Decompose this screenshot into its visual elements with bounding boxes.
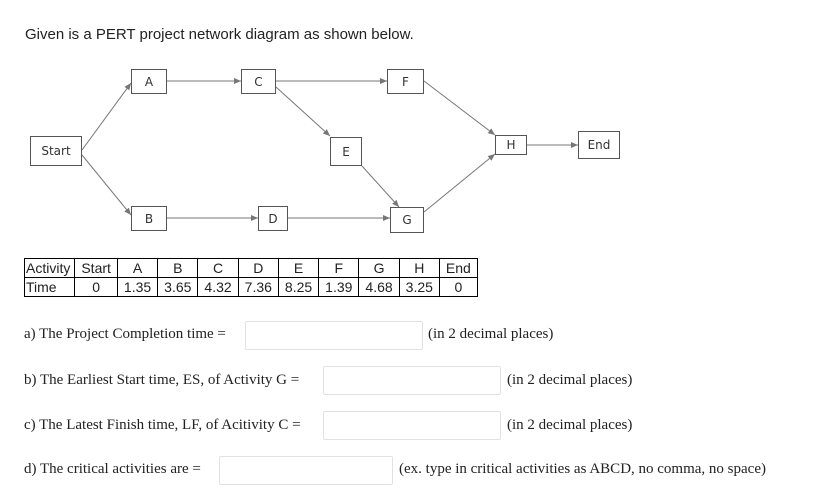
activity-cell: F — [318, 258, 360, 278]
time-row: Time 0 1.35 3.65 4.32 7.36 8.25 1.39 4.6… — [23, 277, 478, 297]
question-b-hint: (in 2 decimal places) — [507, 372, 633, 388]
activity-cell: A — [116, 258, 159, 278]
activity-cell: H — [398, 258, 440, 278]
answer-b-input[interactable] — [323, 366, 501, 395]
node-f: F — [387, 69, 424, 94]
activity-cell: Start — [74, 258, 118, 278]
node-d: D — [258, 206, 288, 231]
question-b-label: b) The Earliest Start time, ES, of Activ… — [24, 372, 300, 388]
edge-start-a — [81, 82, 132, 151]
edge-f-h — [423, 80, 496, 136]
node-g: G — [390, 207, 424, 233]
question-c-hint: (in 2 decimal places) — [507, 417, 633, 433]
time-cell: 3.25 — [398, 277, 440, 297]
answer-c-input[interactable] — [323, 411, 501, 440]
pert-network-diagram — [81, 78, 578, 221]
time-cell: 1.39 — [318, 277, 360, 297]
node-start: Start — [30, 136, 82, 166]
activity-cell: E — [277, 258, 320, 278]
activity-time-table: Activity Start A B C D E F G H End Time … — [23, 258, 478, 297]
time-cell: 0 — [74, 277, 118, 297]
edge-c-e — [275, 86, 331, 137]
edge-g-h — [423, 153, 496, 213]
node-a: A — [131, 69, 167, 94]
intro-text: Given is a PERT project network diagram … — [25, 26, 414, 43]
node-b: B — [131, 206, 167, 231]
answer-d-input[interactable] — [219, 456, 393, 485]
node-h: H — [495, 135, 527, 155]
time-cell: 3.65 — [157, 277, 199, 297]
activity-cell: End — [438, 258, 478, 278]
question-a-label: a) The Project Completion time = — [24, 326, 226, 342]
question-c-label: c) The Latest Finish time, LF, of Acitiv… — [24, 417, 301, 433]
time-cell: 8.25 — [277, 277, 320, 297]
node-e: E — [330, 137, 362, 166]
time-cell: 0 — [438, 277, 478, 297]
question-d-hint: (ex. type in critical activities as ABCD… — [399, 461, 766, 477]
question-d-label: d) The critical activities are = — [24, 461, 201, 477]
node-c: C — [241, 69, 276, 94]
time-cell: 4.32 — [197, 277, 239, 297]
time-cell: 7.36 — [237, 277, 279, 297]
activity-cell: C — [197, 258, 239, 278]
edge-e-g — [361, 165, 400, 208]
question-a-hint: (in 2 decimal places) — [428, 326, 554, 342]
activity-cell: G — [358, 258, 400, 278]
time-cell: 1.35 — [116, 277, 159, 297]
activity-cell: B — [157, 258, 199, 278]
answer-a-input[interactable] — [245, 321, 423, 350]
activity-row: Activity Start A B C D E F G H End — [23, 258, 478, 278]
node-end: End — [578, 131, 620, 159]
edge-start-b — [81, 154, 132, 216]
activity-cell: D — [237, 258, 279, 278]
time-header: Time — [23, 277, 76, 297]
time-cell: 4.68 — [358, 277, 400, 297]
activity-header: Activity — [23, 258, 76, 278]
